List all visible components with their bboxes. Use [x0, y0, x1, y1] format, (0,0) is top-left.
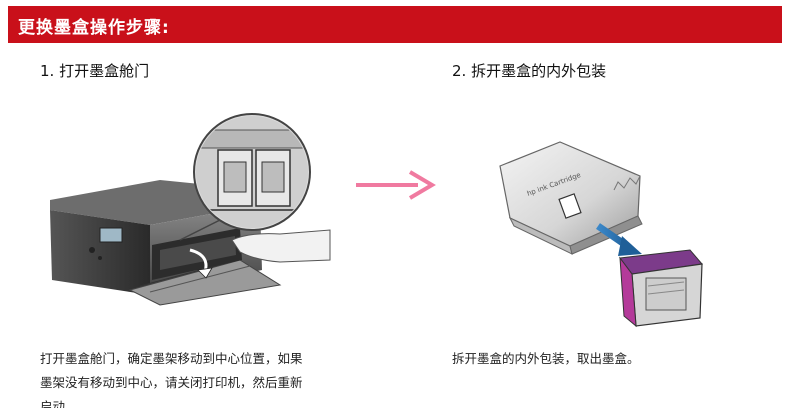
- right-arrow-icon: [356, 170, 436, 200]
- step-1-desc-line: 启动。: [40, 399, 78, 408]
- step-2-title: 2. 拆开墨盒的内外包装: [452, 62, 607, 80]
- header-bar: 更换墨盒操作步骤:: [8, 6, 782, 43]
- step-2-desc-line: 拆开墨盒的内外包装，取出墨盒。: [452, 351, 640, 366]
- step-1-title: 1. 打开墨盒舱门: [40, 62, 150, 80]
- page-title: 更换墨盒操作步骤:: [18, 18, 170, 38]
- ink-cartridge-unwrap-icon: hp ink Cartridge: [499, 141, 703, 328]
- step-1-desc-line: 墨架没有移动到中心，请关闭打印机，然后重新: [40, 375, 303, 390]
- printer-open-door-icon: [50, 113, 331, 306]
- step-1-description: 打开墨盒舱门，确定墨架移动到中心位置，如果 墨架没有移动到中心，请关闭打印机，然…: [40, 347, 370, 408]
- step-1-desc-line: 打开墨盒舱门，确定墨架移动到中心位置，如果: [40, 351, 303, 366]
- step-2-description: 拆开墨盒的内外包装，取出墨盒。: [452, 347, 772, 371]
